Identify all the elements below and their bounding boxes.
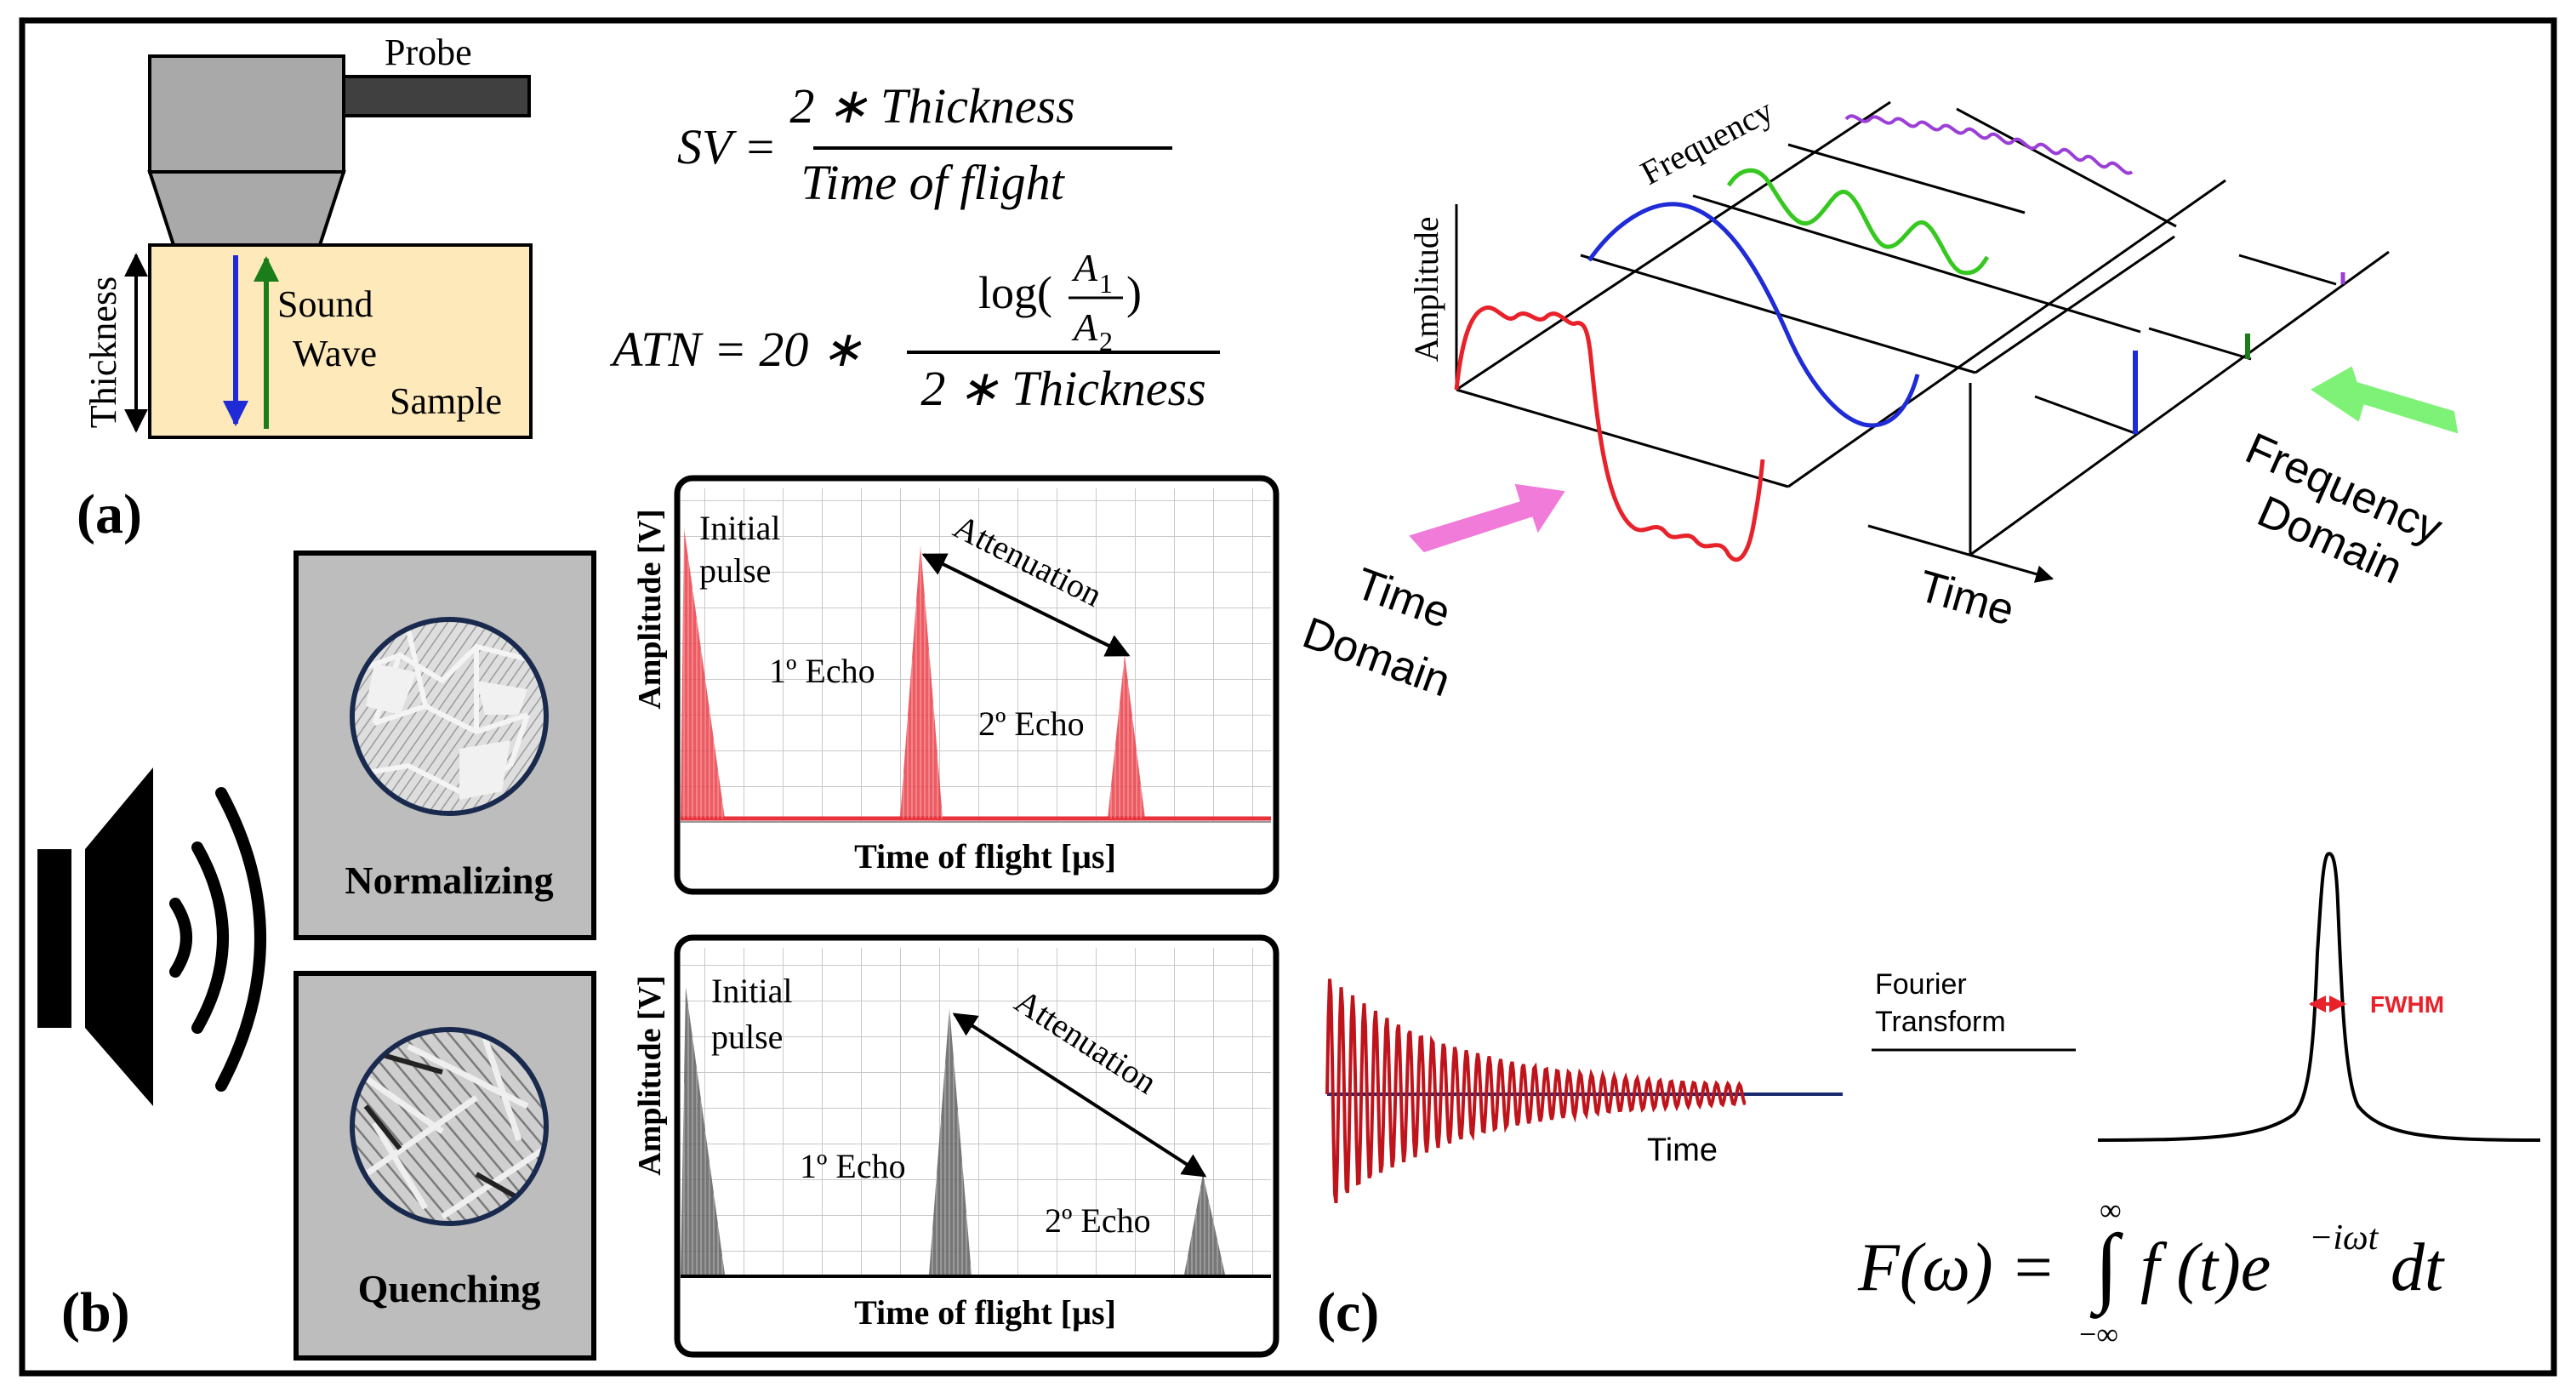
wave-purple (1844, 114, 2134, 175)
echo1-label-bottom: 1º Echo (800, 1147, 906, 1185)
wave-red (1454, 305, 1765, 562)
damped-oscillation (1325, 978, 1747, 1204)
panel-b: Normalizing Quenching (b) Attenuation Am… (37, 475, 1279, 1361)
echo2-label-top: 2º Echo (978, 705, 1085, 743)
fwhm-label: FWHM (2370, 991, 2444, 1018)
echo-peaks-top (681, 528, 1145, 819)
probe-body (148, 54, 345, 174)
formula-rhs: f (t)e (2140, 1230, 2271, 1305)
formula-exponent: −iωt (2309, 1218, 2379, 1258)
atn-close: ) (1126, 267, 1142, 318)
atn-log: log( (978, 267, 1052, 318)
fourier-label-1: Fourier (1875, 968, 1967, 1001)
outer-frame (19, 17, 2557, 1377)
echo-peak (929, 1007, 972, 1275)
sample-block (148, 243, 533, 439)
initial-label-top-2: pulse (699, 551, 771, 590)
probe-label: Probe (385, 31, 472, 73)
normalizing-micrograph (352, 619, 546, 813)
amplitude-axis-label: Amplitude (1407, 216, 1445, 362)
time-frequency-diagram (1455, 100, 2390, 583)
echo-peaks-bottom (681, 987, 1225, 1275)
attenuation-arrow-top (921, 553, 1131, 657)
frequency-axis-label: Frequency (1634, 91, 1779, 192)
ylabel-bottom: Amplitude [V] (632, 975, 668, 1175)
probe-cable (342, 75, 531, 117)
formula-lhs: F(ω) = (1857, 1230, 2056, 1305)
frequency-domain-arrow (2311, 366, 2459, 434)
integral-sign: ∫ (2089, 1217, 2123, 1319)
integral-lower: −∞ (2079, 1317, 2118, 1351)
panel-a-label: (a) (77, 483, 142, 545)
quenching-label: Quenching (358, 1267, 541, 1310)
wave-green (1726, 168, 1990, 276)
sample-label: Sample (390, 380, 502, 422)
atn-a2-sub: 2 (1099, 326, 1113, 357)
atn-lhs: ATN = 20 ∗ (609, 322, 862, 377)
quenching-circle (350, 1027, 549, 1226)
echo-peak (900, 545, 943, 819)
echo1-label-top: 1º Echo (769, 652, 875, 690)
sound-label: Sound (277, 283, 373, 325)
integral-upper: ∞ (2100, 1193, 2122, 1227)
xlabel-bottom: Time of flight [µs] (854, 1293, 1116, 1332)
echo-chart-bottom: Attenuation Amplitude [V] Initial pulse … (632, 934, 1279, 1358)
initial-label-bottom-2: pulse (711, 1018, 783, 1056)
fourier-label-2: Transform (1875, 1006, 2006, 1038)
xlabel-top: Time of flight [µs] (854, 837, 1116, 876)
atn-a2: A (1071, 305, 1098, 349)
panel-a: Probe Sound Wave Sample Thickness (a) SV… (77, 31, 1220, 545)
sv-numerator: 2 ∗ Thickness (789, 78, 1074, 134)
panel-c-label: (c) (1317, 1281, 1379, 1344)
sv-lhs: SV = (677, 119, 777, 174)
panel-c: Frequency Amplitude Time Time Domain Fre… (1297, 91, 2541, 1351)
panel-b-label: (b) (61, 1281, 130, 1344)
wave-label: Wave (293, 333, 377, 374)
atn-a1-sub: 1 (1099, 268, 1113, 299)
attenuation-arrow-bottom (952, 1013, 1207, 1178)
echo2-label-bottom: 2º Echo (1045, 1201, 1151, 1240)
atn-a1: A (1071, 246, 1098, 289)
initial-label-bottom-1: Initial (711, 972, 793, 1010)
initial-label-top-1: Initial (699, 509, 781, 547)
time-label: Time (1647, 1132, 1718, 1168)
sv-denominator: Time of flight (801, 155, 1065, 210)
echo-peak (1108, 655, 1145, 819)
ylabel-top: Amplitude [V] (632, 509, 668, 709)
probe-cone (147, 170, 346, 247)
thickness-label: Thickness (83, 277, 124, 428)
echo-chart-top: Attenuation Amplitude [V] Initial pulse … (632, 475, 1279, 895)
quenching-micrograph (352, 1030, 546, 1224)
wave-blue (1587, 202, 1920, 428)
lorentzian-peak (2097, 852, 2541, 1142)
atn-denominator: 2 ∗ Thickness (920, 361, 1205, 416)
normalizing-label: Normalizing (345, 859, 553, 902)
time-axis-label: Time (1913, 562, 2020, 636)
time-domain-arrow (1409, 483, 1565, 553)
formula-dt: dt (2391, 1230, 2445, 1305)
normalizing-circle (350, 617, 549, 816)
speaker-icon (37, 767, 266, 1106)
